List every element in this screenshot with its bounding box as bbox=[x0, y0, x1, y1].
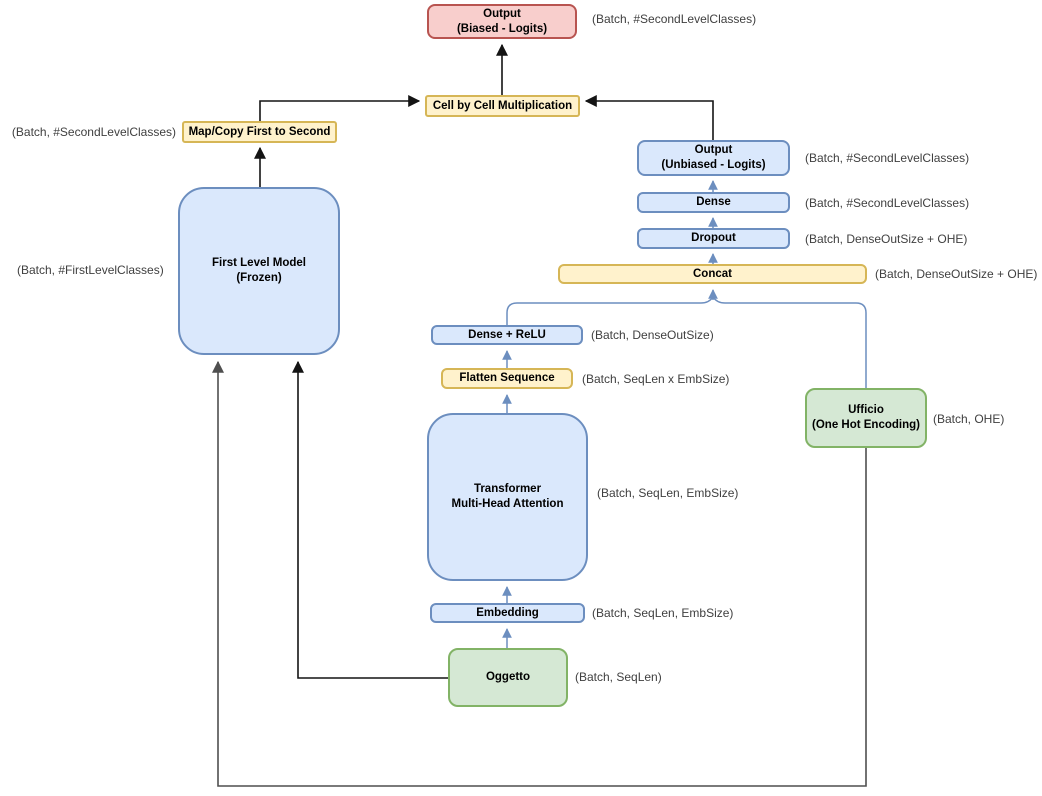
shape-label-map-copy: (Batch, #SecondLevelClasses) bbox=[11, 125, 176, 139]
node-oggetto-input: Oggetto bbox=[448, 648, 568, 707]
node-label: First Level Model bbox=[212, 257, 306, 270]
node-label: Ufficio bbox=[848, 404, 884, 417]
node-label: Embedding bbox=[476, 606, 539, 619]
arrow-ufficio-to-firstlevel bbox=[212, 360, 867, 787]
node-label: (One Hot Encoding) bbox=[812, 419, 920, 431]
node-first-level-model: First Level Model (Frozen) bbox=[178, 187, 340, 355]
merge-branch-ufficio bbox=[712, 296, 867, 388]
node-label: Dense + ReLU bbox=[468, 328, 546, 341]
shape-label-dense: (Batch, #SecondLevelClasses) bbox=[805, 196, 970, 210]
node-label: (Biased - Logits) bbox=[456, 22, 548, 35]
arrow-mapcopy-to-cellmult bbox=[259, 95, 421, 121]
node-label: Map/Copy First to Second bbox=[188, 125, 331, 138]
shape-label-concat: (Batch, DenseOutSize + OHE) bbox=[875, 267, 1038, 281]
node-dense: Dense bbox=[637, 192, 790, 213]
node-label: Output bbox=[694, 144, 733, 157]
node-transformer-multi-head-attention: Transformer Multi-Head Attention bbox=[427, 413, 588, 581]
node-label: Oggetto bbox=[485, 671, 531, 684]
node-label: Flatten Sequence bbox=[459, 372, 555, 385]
node-label: Dropout bbox=[691, 232, 736, 245]
node-output-unbiased: Output (Unbiased - Logits) bbox=[637, 140, 790, 176]
node-cell-by-cell-multiplication: Cell by Cell Multiplication bbox=[425, 95, 580, 117]
node-dense-relu: Dense + ReLU bbox=[431, 325, 583, 345]
node-label: Output bbox=[483, 7, 521, 20]
arrow-output-unbiased-to-cellmult bbox=[584, 95, 714, 140]
node-label: Cell by Cell Multiplication bbox=[432, 99, 573, 112]
shape-label-oggetto: (Batch, SeqLen) bbox=[575, 670, 662, 684]
arrow-oggetto-to-firstlevel bbox=[292, 360, 448, 679]
node-embedding: Embedding bbox=[430, 603, 585, 623]
node-label: (Unbiased - Logits) bbox=[661, 159, 766, 171]
node-label: Multi-Head Attention bbox=[451, 498, 564, 510]
shape-label-transformer: (Batch, SeqLen, EmbSize) bbox=[597, 486, 739, 500]
node-label: Concat bbox=[693, 267, 732, 280]
shape-label-first-level: (Batch, #FirstLevelClasses) bbox=[17, 263, 164, 277]
shape-label-embedding: (Batch, SeqLen, EmbSize) bbox=[592, 606, 734, 620]
node-flatten-sequence: Flatten Sequence bbox=[441, 368, 573, 389]
node-output-biased: Output (Biased - Logits) bbox=[427, 4, 577, 39]
shape-label-ufficio: (Batch, OHE) bbox=[933, 412, 1005, 426]
shape-label-dense-relu: (Batch, DenseOutSize) bbox=[591, 328, 714, 342]
merge-branch-denserelu bbox=[506, 296, 714, 325]
shape-label-output-unbiased: (Batch, #SecondLevelClasses) bbox=[805, 151, 970, 165]
shape-label-flatten: (Batch, SeqLen x EmbSize) bbox=[582, 372, 730, 386]
node-concat: Concat bbox=[558, 264, 867, 284]
shape-label-dropout: (Batch, DenseOutSize + OHE) bbox=[805, 232, 968, 246]
node-label: Transformer bbox=[473, 483, 542, 496]
shape-label-output-biased: (Batch, #SecondLevelClasses) bbox=[592, 12, 757, 26]
node-label: Dense bbox=[696, 196, 731, 209]
node-label: (Frozen) bbox=[236, 272, 282, 284]
node-dropout: Dropout bbox=[637, 228, 790, 249]
node-map-copy-first-to-second: Map/Copy First to Second bbox=[182, 121, 337, 143]
node-ufficio-input: Ufficio (One Hot Encoding) bbox=[805, 388, 927, 448]
